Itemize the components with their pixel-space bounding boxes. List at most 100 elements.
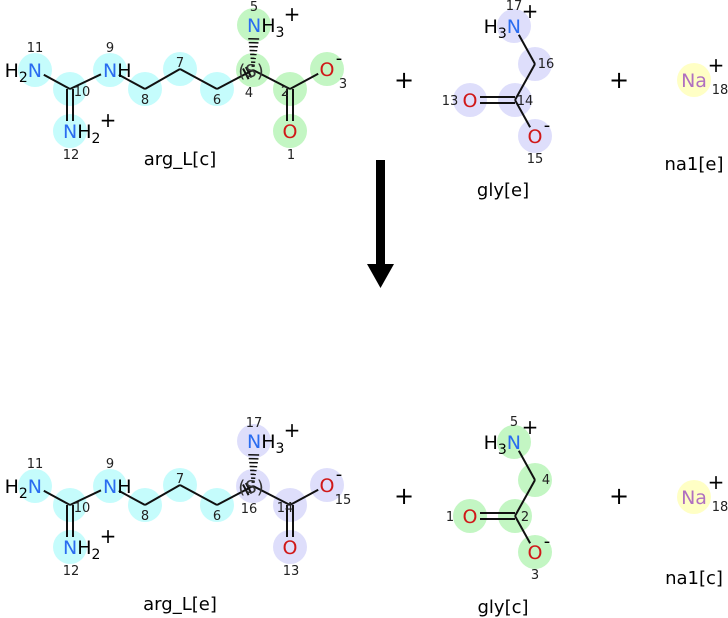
atom-highlight bbox=[310, 468, 344, 502]
element-symbol: O bbox=[283, 537, 298, 559]
element-symbol: Na bbox=[681, 70, 707, 92]
atom-highlight bbox=[53, 530, 87, 564]
charge-label: + bbox=[708, 53, 725, 77]
single-bond bbox=[118, 73, 146, 90]
molecule-name: arg_L[c] bbox=[144, 149, 217, 170]
atom-index-label: 14 bbox=[277, 501, 294, 516]
stereo-bond-tick bbox=[244, 482, 253, 495]
atom-label: O bbox=[528, 126, 543, 148]
single-bond bbox=[252, 69, 291, 90]
atom-highlight bbox=[677, 63, 711, 97]
atom-label: NH3 bbox=[247, 431, 284, 457]
single-bond bbox=[252, 485, 291, 506]
atom-index-label: 9 bbox=[106, 457, 114, 472]
atom-index-label: 1 bbox=[446, 510, 454, 525]
atom-index-label: 16 bbox=[241, 502, 258, 517]
element-symbol: O bbox=[463, 90, 478, 112]
atom-highlight bbox=[453, 499, 487, 533]
atom-label: NH bbox=[103, 476, 132, 498]
element-symbol: O bbox=[528, 542, 543, 564]
atom-index-label: 10 bbox=[74, 501, 91, 516]
element-symbol: O bbox=[528, 126, 543, 148]
atom-index-label: 6 bbox=[213, 93, 221, 108]
charge-label: - bbox=[336, 48, 343, 69]
charge-label: + bbox=[100, 524, 117, 548]
stereo-bond-tick bbox=[242, 68, 250, 80]
element-symbol: O bbox=[320, 59, 335, 81]
hydrogen-label: H bbox=[117, 60, 131, 82]
hydrogen-label: H bbox=[117, 476, 131, 498]
element-symbol: O bbox=[463, 506, 478, 528]
atom-index-label: 4 bbox=[245, 86, 253, 101]
atom-index-label: 4 bbox=[542, 473, 550, 488]
atom-highlight bbox=[93, 469, 127, 503]
hydrogen-label: H bbox=[261, 431, 275, 453]
atom-highlight bbox=[53, 114, 87, 148]
element-symbol: N bbox=[103, 476, 117, 498]
atom-index-label: 18 bbox=[712, 500, 728, 515]
plus-sign: + bbox=[609, 482, 629, 510]
atom-highlight bbox=[310, 52, 344, 86]
atom-index-label: 13 bbox=[442, 94, 459, 109]
atom-index-label: 2 bbox=[281, 85, 289, 100]
atom-label: O bbox=[320, 59, 335, 81]
atom-index-label: 17 bbox=[246, 416, 263, 431]
single-bond bbox=[144, 68, 181, 90]
atom-highlight bbox=[518, 119, 552, 153]
single-bond bbox=[216, 485, 254, 506]
atom-label: O bbox=[320, 475, 335, 497]
atom-index-label: 18 bbox=[712, 83, 728, 98]
charge-label: - bbox=[336, 464, 343, 485]
single-bond bbox=[514, 99, 532, 128]
single-bond bbox=[514, 515, 532, 544]
charge-label: + bbox=[708, 470, 725, 494]
atom-index-label: 11 bbox=[27, 41, 44, 56]
atom-label: NH3 bbox=[247, 15, 284, 41]
atom-index-label: 8 bbox=[141, 93, 149, 108]
element-symbol: O bbox=[283, 121, 298, 143]
charge-label: + bbox=[284, 2, 301, 26]
atom-highlight bbox=[677, 480, 711, 514]
charge-label: - bbox=[544, 531, 551, 552]
charge-label: + bbox=[284, 418, 301, 442]
arrow-shaft bbox=[376, 160, 385, 266]
atom-index-label: 12 bbox=[63, 148, 80, 163]
single-bond bbox=[144, 484, 181, 506]
atom-label: H3N bbox=[484, 432, 521, 458]
hydrogen-count: 3 bbox=[276, 441, 285, 457]
hydrogen-label: H bbox=[484, 432, 498, 454]
hydrogen-label: H bbox=[484, 16, 498, 38]
atom-index-label: 15 bbox=[527, 152, 544, 167]
single-bond bbox=[517, 450, 536, 481]
atom-highlight bbox=[273, 530, 307, 564]
molecule-arg-L-e: H2N1110NH9876(S)16NH3+1714O-15O13NH2+12a… bbox=[5, 416, 352, 615]
atom-index-label: 5 bbox=[510, 415, 518, 430]
atom-highlight bbox=[453, 83, 487, 117]
atom-index-label: 10 bbox=[74, 85, 91, 100]
single-bond bbox=[69, 73, 102, 90]
hydrogen-label: H bbox=[77, 121, 91, 143]
element-symbol: N bbox=[247, 15, 261, 37]
element-symbol: N bbox=[247, 431, 261, 453]
molecule-name: na1[e] bbox=[664, 154, 723, 175]
charge-label: - bbox=[544, 115, 551, 136]
element-symbol: N bbox=[63, 121, 77, 143]
hydrogen-count: 2 bbox=[19, 486, 28, 502]
atom-index-label: 3 bbox=[339, 77, 347, 92]
single-bond bbox=[289, 72, 319, 90]
single-bond bbox=[289, 488, 319, 506]
atom-label: H2N bbox=[5, 60, 42, 86]
hydrogen-count: 3 bbox=[498, 26, 507, 42]
element-symbol: N bbox=[103, 60, 117, 82]
element-symbol: N bbox=[28, 60, 42, 82]
atom-label: NH2 bbox=[63, 537, 100, 563]
atom-label: O bbox=[528, 542, 543, 564]
single-bond bbox=[179, 68, 218, 90]
single-bond bbox=[514, 63, 536, 101]
hydrogen-label: H bbox=[77, 537, 91, 559]
